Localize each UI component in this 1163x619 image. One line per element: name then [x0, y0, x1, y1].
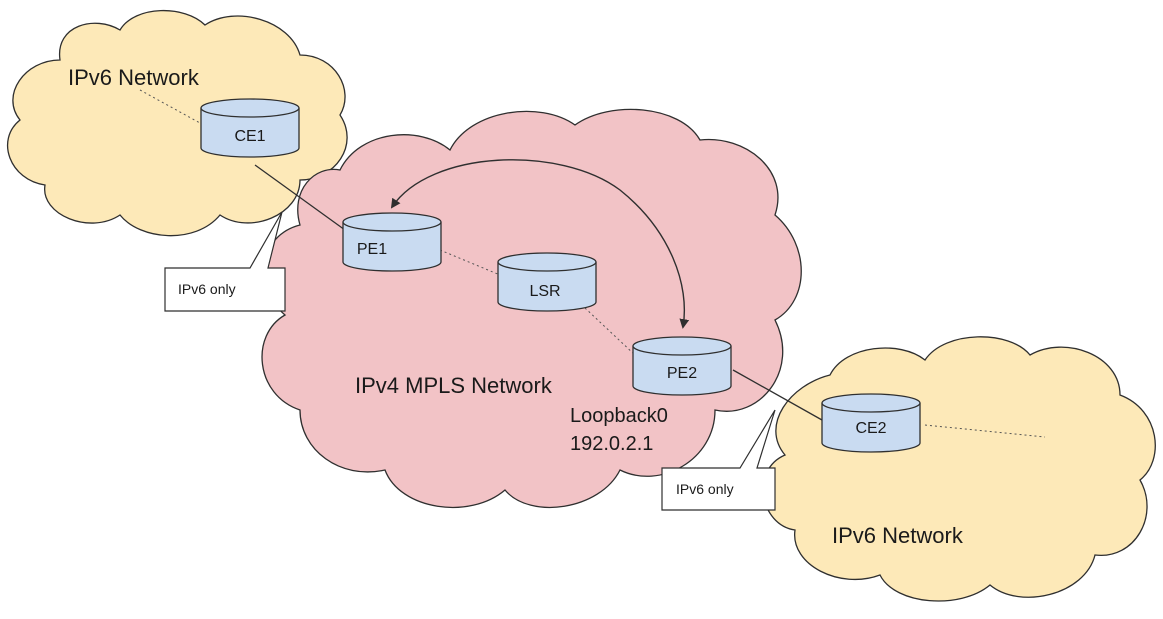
router-pe1-top — [342, 212, 442, 232]
router-lsr[interactable]: LSR — [497, 252, 597, 312]
ipv6-cloud-left-shape — [6, 9, 348, 237]
router-lsr-top — [497, 252, 597, 272]
callout-right-label: IPv6 only — [676, 481, 734, 497]
router-ce2[interactable]: CE2 — [821, 393, 921, 453]
router-ce1-top — [200, 98, 300, 118]
callout-left-shape — [164, 211, 286, 312]
router-pe2[interactable]: PE2 — [632, 336, 732, 396]
loopback-annotation: Loopback0 192.0.2.1 — [570, 405, 668, 455]
router-ce1-label: CE1 — [234, 128, 265, 145]
link-ce1-pe1 — [254, 164, 346, 231]
ipv6-network-left-label: IPv6 Network — [68, 65, 200, 90]
callout-right: IPv6 only — [661, 409, 776, 511]
router-lsr-body — [497, 262, 597, 312]
tunnel-arrow-pe1-pe2 — [390, 159, 690, 329]
router-pe2-body — [632, 346, 732, 396]
router-ce2-label: CE2 — [855, 420, 886, 437]
mpls-network-label: IPv4 MPLS Network — [355, 373, 553, 398]
router-ce1[interactable]: CE1 — [200, 98, 300, 158]
links — [139, 89, 1046, 438]
ipv6-cloud-left: IPv6 Network — [6, 9, 348, 237]
loopback-name: Loopback0 — [570, 405, 668, 427]
callout-left: IPv6 only — [164, 211, 286, 312]
router-pe1[interactable]: PE1 — [342, 212, 442, 272]
router-pe2-top — [632, 336, 732, 356]
router-lsr-label: LSR — [529, 283, 560, 300]
router-pe1-body — [342, 222, 442, 272]
callout-right-shape — [661, 409, 776, 511]
ipv6-cloud-right: IPv6 Network — [762, 336, 1156, 602]
router-ce2-top — [821, 393, 921, 413]
loopback-address: 192.0.2.1 — [570, 433, 653, 455]
router-pe1-label: PE1 — [357, 241, 387, 258]
router-pe2-label: PE2 — [667, 365, 697, 382]
ipv6-cloud-right-shape — [762, 336, 1156, 602]
link-pe2-ce2 — [732, 369, 823, 421]
router-ce1-body — [200, 108, 300, 158]
ipv6-network-right-label: IPv6 Network — [832, 523, 964, 548]
router-ce2-body — [821, 403, 921, 453]
dotted-link-left-cloud-ce1 — [139, 89, 201, 124]
callout-left-label: IPv6 only — [178, 281, 236, 297]
dotted-link-ce2-right-cloud — [924, 424, 1046, 438]
